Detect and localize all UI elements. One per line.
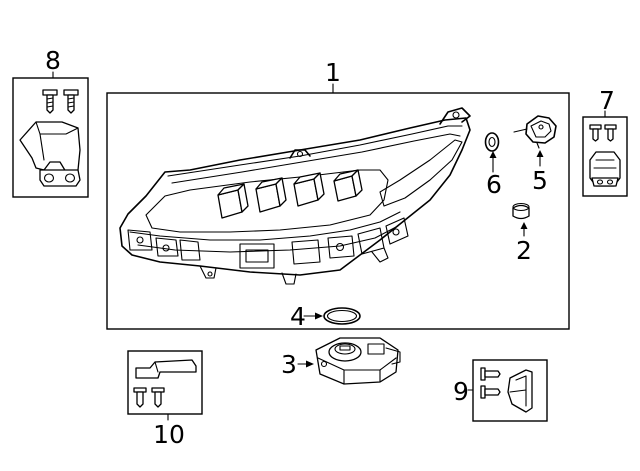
- callout-label-7: 7: [599, 86, 615, 115]
- repair-kit-upper-left-group[interactable]: 8: [12, 46, 89, 198]
- callout-label-4: 4: [290, 302, 306, 331]
- headlamp-housing-drawing: [119, 107, 471, 285]
- callout-label-2: 2: [516, 236, 532, 265]
- repair-kit-right-group[interactable]: 6 7 2: [582, 110, 628, 197]
- seal-ring-drawing: [303, 307, 361, 325]
- ballast-module-group[interactable]: 3: [281, 337, 401, 385]
- headlamp-assembly-group[interactable]: 1: [106, 58, 570, 331]
- kit-8-box: [12, 77, 89, 198]
- bulb-socket-drawing: [512, 202, 530, 237]
- grommet-drawing: [484, 132, 500, 173]
- leveling-motor-drawing: [513, 115, 557, 167]
- callout-label-6: 6: [486, 170, 502, 199]
- callout-label-8: 8: [45, 46, 61, 75]
- repair-kit-lower-right-group[interactable]: 9: [453, 359, 548, 422]
- kit-10-box: [127, 350, 203, 415]
- callout-label-5: 5: [532, 166, 548, 195]
- callout-label-1: 1: [325, 58, 341, 87]
- callout-label-10: 10: [153, 420, 185, 449]
- callout-label-3: 3: [281, 350, 297, 379]
- callout-label-9: 9: [453, 377, 469, 406]
- repair-kit-lower-left-group[interactable]: 10: [127, 350, 203, 449]
- headlamp-box: [106, 92, 570, 330]
